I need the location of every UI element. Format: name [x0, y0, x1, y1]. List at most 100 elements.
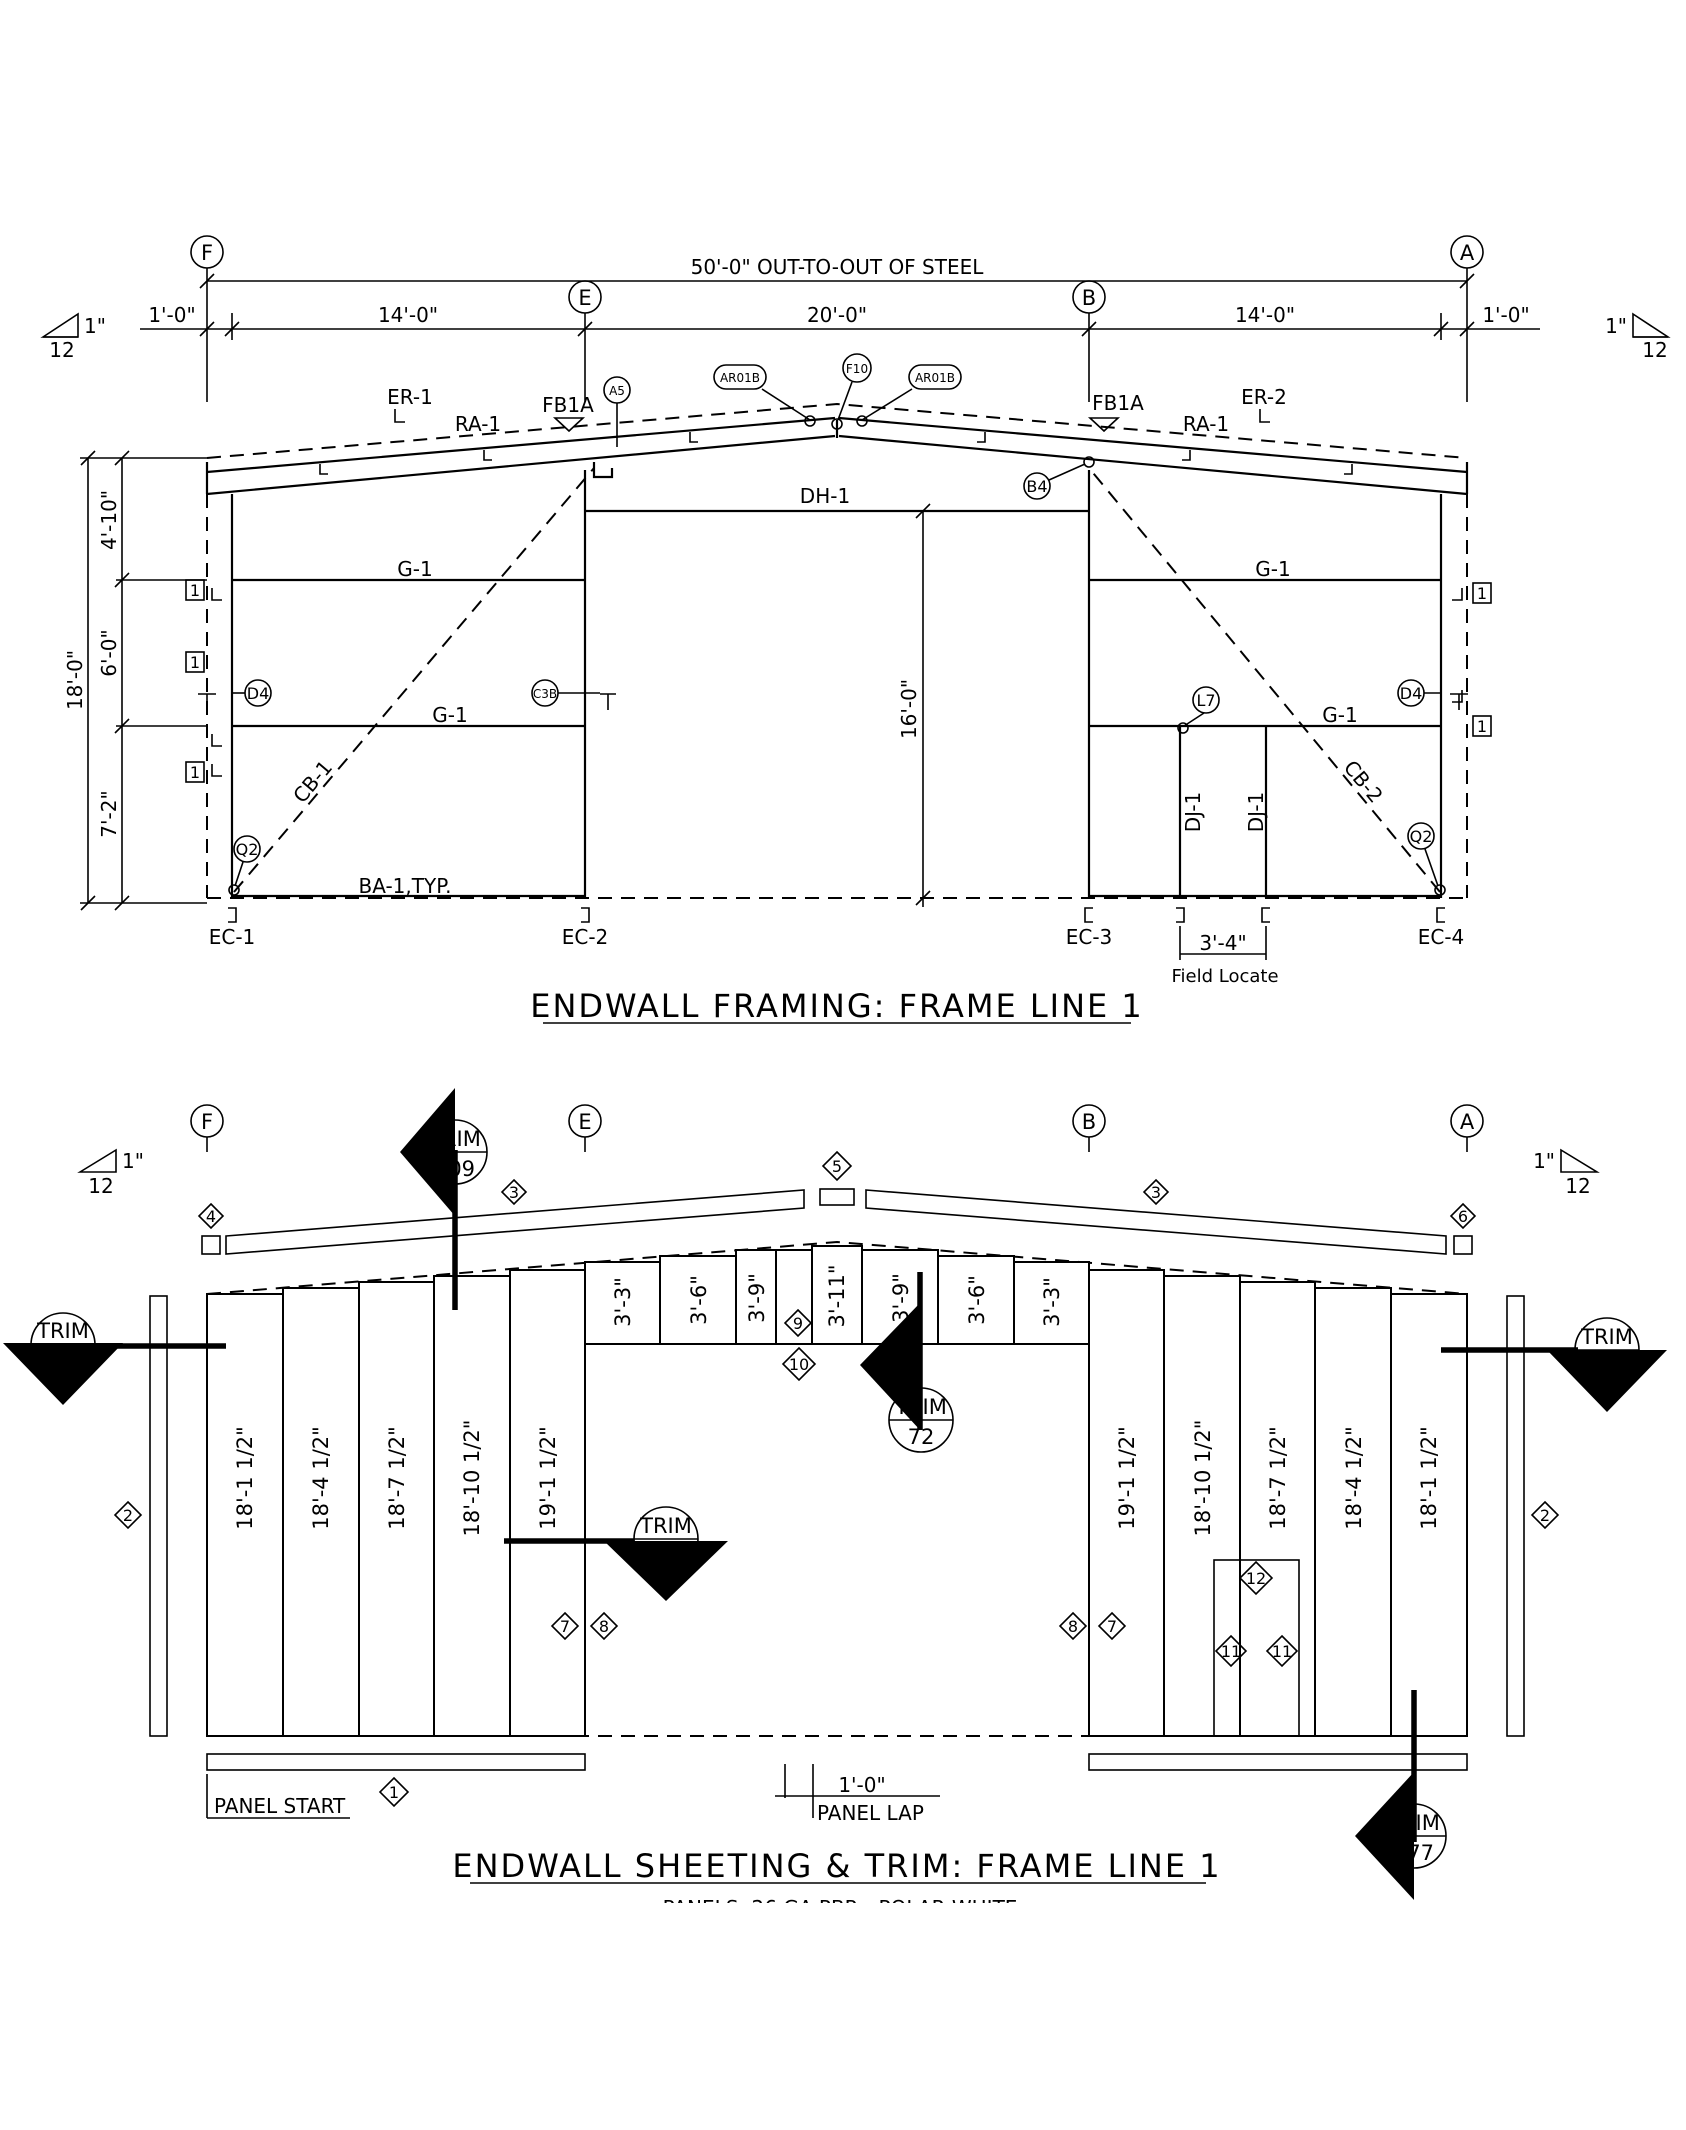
diamond-mark-1: 1 — [378, 1776, 410, 1808]
slope-indicator-left: 1" 12 — [40, 312, 106, 362]
svg-text:19: 19 — [50, 1350, 77, 1374]
svg-text:C3B: C3B — [533, 687, 557, 701]
label-ec4: EC-4 — [1418, 925, 1465, 949]
trim-callout-72: TRIM 72 — [860, 1272, 954, 1453]
diamond-mark-5: 5 — [821, 1150, 853, 1182]
vertical-dimensions: 18'-0" 4'-10" 6'-0" 7'-2" — [63, 450, 207, 911]
diamond-mark-11-right: 11 — [1265, 1634, 1299, 1668]
svg-text:A5: A5 — [609, 384, 625, 398]
left-panel-3 — [358, 1281, 435, 1737]
grid-lines — [206, 268, 1468, 402]
dim-wall-height: 18'-0" — [63, 650, 87, 710]
svg-text:D4: D4 — [247, 684, 270, 703]
svg-text:E: E — [578, 286, 591, 310]
grid-bubble-e: E — [568, 280, 602, 314]
svg-text:11: 11 — [1221, 1642, 1241, 1661]
roof-outline — [206, 1240, 1468, 1295]
label-g1-lower-right: G-1 — [1322, 703, 1357, 727]
svg-text:AR01B: AR01B — [915, 371, 955, 385]
label-er1: ER-1 — [387, 385, 433, 409]
label-cb1: CB-1 — [288, 756, 337, 808]
svg-text:3'-6": 3'-6" — [965, 1275, 989, 1325]
diamond-mark-9: 9 — [783, 1308, 813, 1338]
header-panels: 3'-3" 3'-6" 3'-9" 3'-11" 3'-9" 3'-6" 3'-… — [584, 1245, 1090, 1345]
girts: G-1 G-1 G-1 G-1 — [198, 557, 1468, 777]
right-panel-3 — [1239, 1281, 1316, 1737]
svg-text:50'-0" OUT-TO-OUT OF STEEL: 50'-0" OUT-TO-OUT OF STEEL — [691, 255, 985, 279]
svg-text:B: B — [1082, 1110, 1096, 1134]
endwall-rafters: ER-1 ER-2 RA-1 RA-1 FB1A FB1A — [205, 385, 1469, 496]
svg-text:TRIM: TRIM — [639, 1514, 692, 1538]
endwall-sheeting-drawing: F E B A 1" 12 1" 12 — [3, 1088, 1667, 1903]
svg-text:7: 7 — [1107, 1617, 1117, 1636]
connection-tags: B4 D4 C3B L7 D4 Q2 Q2 — [232, 463, 1441, 887]
roof-trim-pieces — [201, 1188, 1473, 1255]
ridge-connection-tags: AR01B F10 AR01B A5 — [603, 353, 962, 447]
diamond-mark-7-left: 7 — [550, 1611, 580, 1641]
svg-text:12: 12 — [88, 1174, 113, 1198]
svg-text:1": 1" — [1605, 314, 1627, 338]
right-panel-4 — [1314, 1287, 1392, 1737]
left-wall-panels: 18'-1 1/2" 18'-4 1/2" 18'-7 1/2" 18'-10 … — [206, 1269, 586, 1737]
svg-text:18'-7 1/2": 18'-7 1/2" — [385, 1426, 409, 1530]
svg-text:3: 3 — [1151, 1183, 1161, 1202]
diamond-mark-4: 4 — [197, 1202, 225, 1230]
svg-text:3'-6": 3'-6" — [687, 1275, 711, 1325]
label-ba1: BA-1,TYP. — [359, 874, 452, 898]
side-trims — [149, 1295, 1525, 1737]
right-panel-5 — [1390, 1293, 1468, 1737]
svg-text:TRIM: TRIM — [894, 1395, 947, 1419]
svg-text:B4: B4 — [1026, 477, 1047, 496]
svg-text:F: F — [201, 241, 213, 265]
svg-text:8: 8 — [599, 1617, 609, 1636]
grid-bubble-a-lower: A — [1450, 1104, 1484, 1152]
label-ra1-right: RA-1 — [1183, 412, 1229, 436]
svg-text:TRIM: TRIM — [1580, 1325, 1633, 1349]
trim-callout-19-left: TRIM 19 — [3, 1312, 226, 1405]
label-fb1a-left: FB1A — [542, 393, 594, 417]
label-dj1-right: DJ-1 — [1244, 792, 1268, 833]
svg-text:72: 72 — [908, 1425, 935, 1449]
diamond-mark-6: 6 — [1449, 1202, 1477, 1230]
bay-dimension-string: 1'-0" 14'-0" 20'-0" 14'-0" 1'-0" — [140, 303, 1540, 337]
svg-text:1: 1 — [190, 581, 200, 600]
svg-text:1: 1 — [190, 653, 200, 672]
column-marks: EC-1 EC-2 EC-3 EC-4 — [209, 907, 1465, 949]
svg-text:1": 1" — [122, 1149, 144, 1173]
diamond-mark-3-left: 3 — [500, 1178, 528, 1206]
svg-text:1: 1 — [190, 763, 200, 782]
endwall-framing-drawing: F E B A 50'-0" OUT-TO-OUT OF STEEL 1'-0"… — [40, 235, 1671, 1025]
svg-text:18'-10 1/2": 18'-10 1/2" — [1191, 1420, 1215, 1537]
grid-bubble-a: A — [1450, 235, 1484, 269]
svg-text:8: 8 — [1068, 1617, 1078, 1636]
svg-text:109: 109 — [435, 1157, 475, 1181]
svg-text:18'-10 1/2": 18'-10 1/2" — [460, 1420, 484, 1537]
dim-upper: 4'-10" — [97, 490, 121, 550]
svg-text:80: 80 — [653, 1544, 680, 1568]
svg-text:177: 177 — [1394, 1841, 1434, 1865]
svg-text:F: F — [201, 1110, 213, 1134]
svg-text:1: 1 — [1477, 717, 1487, 736]
svg-text:2: 2 — [1540, 1506, 1550, 1525]
label-fb1a-right: FB1A — [1092, 391, 1144, 415]
label-dj1-left: DJ-1 — [1181, 792, 1205, 833]
svg-text:12: 12 — [1642, 338, 1667, 362]
svg-text:7: 7 — [560, 1617, 570, 1636]
trim-callout-177: TRIM 177 — [1355, 1690, 1447, 1900]
svg-text:3'-4": 3'-4" — [1199, 931, 1246, 955]
svg-text:E: E — [578, 1110, 591, 1134]
svg-text:AR01B: AR01B — [720, 371, 760, 385]
svg-text:3'-3": 3'-3" — [611, 1277, 635, 1327]
field-locate-dimension: 3'-4" Field Locate — [1171, 926, 1279, 987]
svg-text:12: 12 — [1246, 1569, 1266, 1588]
left-panel-5 — [509, 1269, 586, 1737]
dim-overhang-right: 1'-0" — [1482, 303, 1529, 327]
label-ra1-left: RA-1 — [455, 412, 501, 436]
svg-text:19'-1 1/2": 19'-1 1/2" — [536, 1426, 560, 1530]
dim-bay-1: 14'-0" — [378, 303, 438, 327]
svg-text:PANEL LAP: PANEL LAP — [817, 1801, 924, 1825]
svg-text:B: B — [1082, 286, 1096, 310]
panel-start-note: PANEL START — [206, 1774, 350, 1819]
label-cb2: CB-2 — [1339, 756, 1388, 808]
